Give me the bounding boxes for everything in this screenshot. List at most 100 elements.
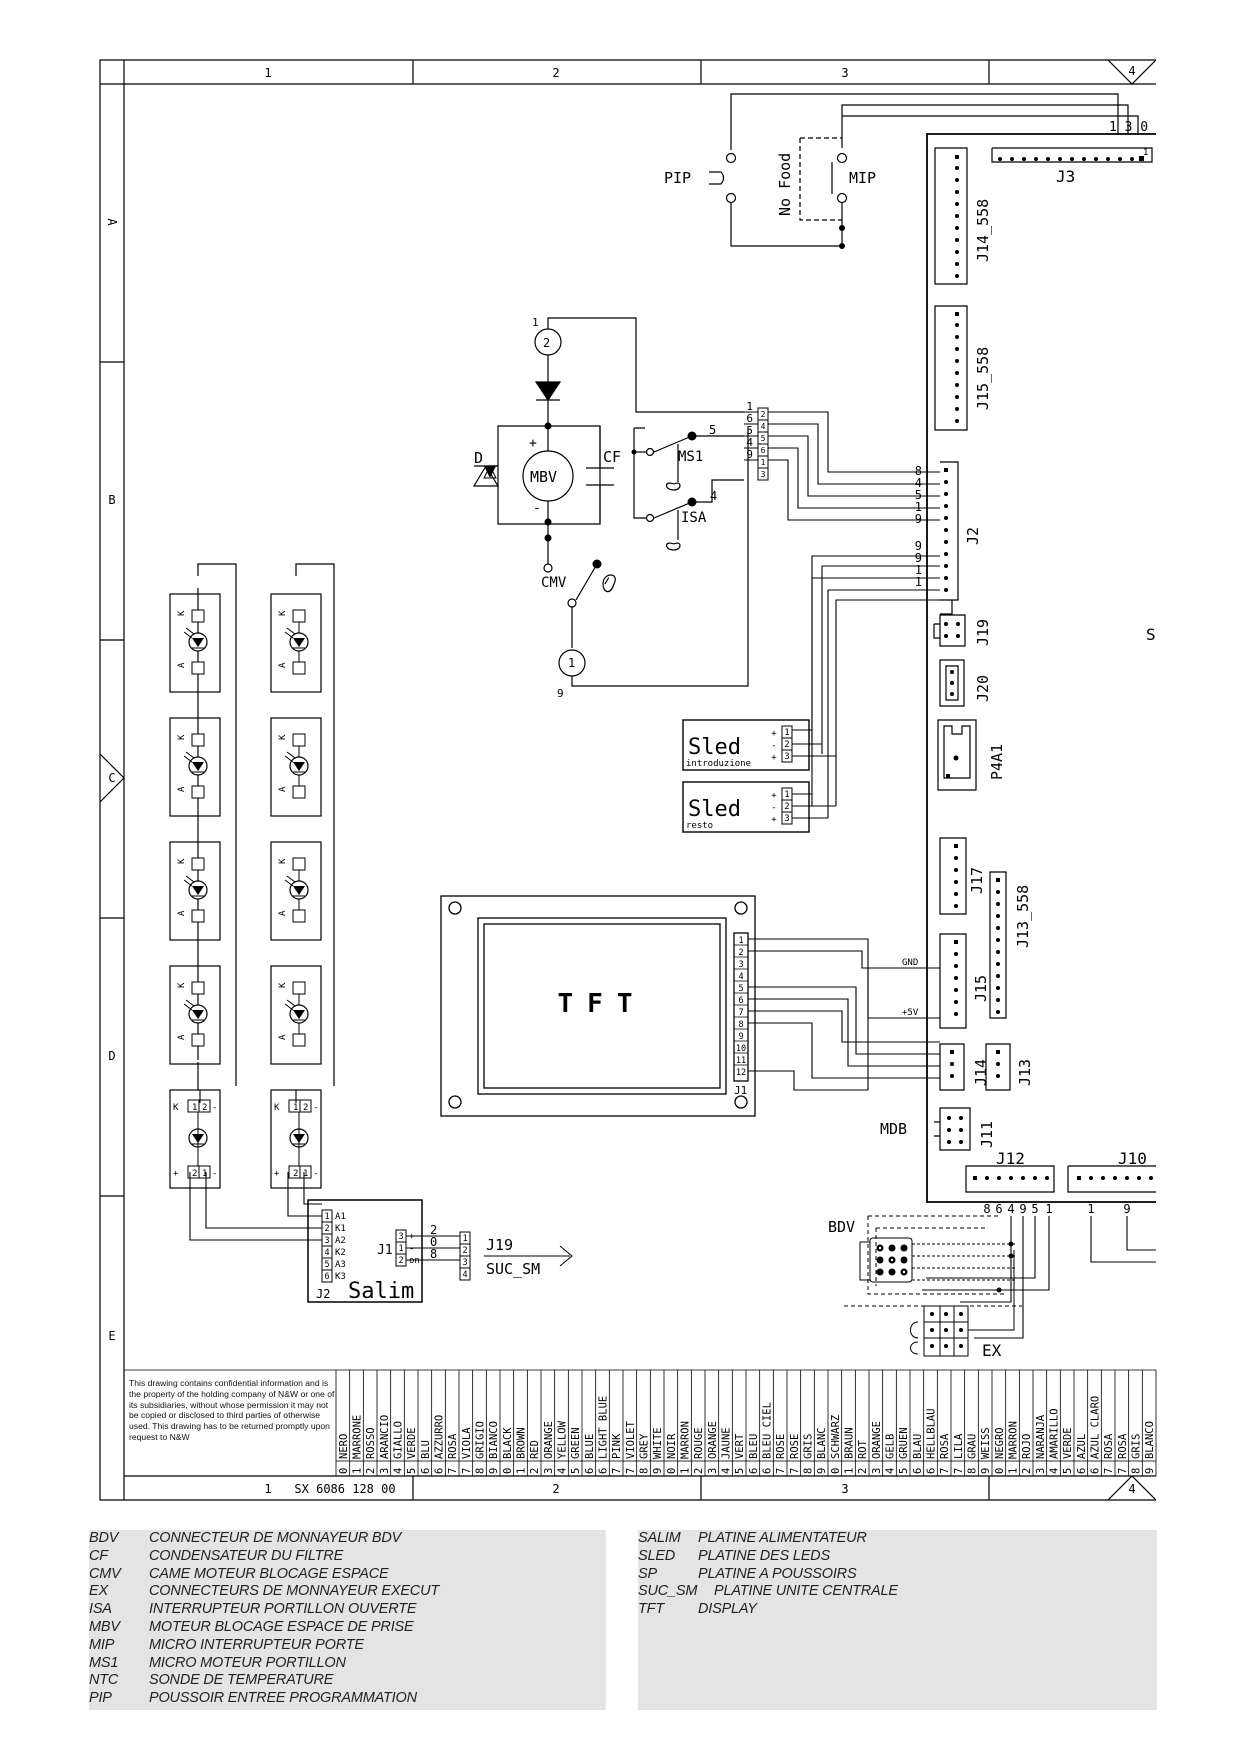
svg-text:3: 3 (707, 1468, 719, 1474)
col-label: 3 (841, 66, 848, 80)
svg-text:8: 8 (803, 1468, 815, 1474)
svg-text:1: 1 (761, 458, 766, 467)
led-icon (192, 886, 204, 895)
mbv-minus: - (533, 501, 541, 516)
svg-text:0: 0 (830, 1468, 842, 1474)
svg-text:1: 1 (738, 936, 743, 946)
svg-text:3: 3 (324, 1236, 329, 1246)
row-label: B (108, 493, 115, 507)
led-a-label: A (278, 1034, 288, 1040)
mbv-label: MBV (530, 468, 557, 486)
mbv-plus: + (529, 436, 537, 451)
svg-text:5: 5 (1062, 1468, 1074, 1474)
svg-text:4: 4 (324, 1248, 329, 1258)
svg-text:7: 7 (1103, 1468, 1115, 1474)
led-icon (192, 638, 204, 647)
svg-text:1: 1 (324, 1212, 329, 1222)
svg-text:ORANGE: ORANGE (707, 1421, 719, 1459)
led-icon (293, 762, 305, 771)
svg-text:0: 0 (430, 1235, 437, 1249)
led-a-label: A (177, 910, 187, 916)
svg-text:1: 1 (784, 790, 789, 800)
svg-text:6: 6 (598, 1468, 610, 1474)
j2-wiring (768, 411, 940, 818)
tft-display (440, 895, 756, 1117)
col-label: 4 (1128, 64, 1135, 78)
svg-text:-: - (313, 1169, 318, 1179)
j12-outline (965, 1165, 1055, 1193)
svg-text:7: 7 (738, 1008, 743, 1018)
svg-text:2: 2 (738, 948, 743, 958)
svg-text:9: 9 (652, 1468, 664, 1474)
led-icon (192, 1010, 204, 1019)
legend-code: SUC_SM (638, 1583, 698, 1600)
j19-outline (933, 614, 966, 647)
legend-code: ISA (89, 1601, 112, 1618)
frame-border (99, 59, 1156, 1501)
svg-text:7: 7 (625, 1468, 637, 1474)
svg-text:VIOLA: VIOLA (461, 1427, 473, 1459)
svg-text:1: 1 (202, 1169, 207, 1179)
svg-text:5: 5 (734, 1468, 746, 1474)
led-a-label: A (278, 662, 288, 668)
ex-label: EX (982, 1341, 1002, 1360)
bdv-label: BDV (828, 1218, 855, 1236)
col-label: 2 (552, 66, 559, 80)
svg-text:1: 1 (915, 563, 922, 577)
svg-text:ROJO: ROJO (1021, 1434, 1033, 1459)
svg-text:0: 0 (338, 1468, 350, 1474)
svg-text:8: 8 (738, 1020, 743, 1030)
led-icon (293, 1010, 305, 1019)
svg-text:GRAU: GRAU (967, 1434, 979, 1459)
cf-label: CF (603, 448, 621, 466)
svg-text:LILA: LILA (953, 1433, 965, 1459)
j15-558-label: J15_558 (974, 347, 992, 410)
j13-558-label: J13_558 (1014, 885, 1032, 948)
legend-code: PIP (89, 1690, 112, 1707)
legend-code: MIP (89, 1636, 115, 1653)
svg-text:9: 9 (980, 1468, 992, 1474)
svg-text:4: 4 (915, 476, 922, 490)
svg-text:7: 7 (939, 1468, 951, 1474)
j17-label: J17 (968, 867, 986, 894)
svg-text:0: 0 (502, 1468, 514, 1474)
led-a-label: A (278, 910, 288, 916)
cmv-label: CMV (541, 575, 567, 591)
motor-node-pin: 1 (532, 316, 539, 329)
legend-description: PLATINE A POUSSOIRS (698, 1565, 857, 1582)
legend-code: MS1 (89, 1654, 119, 1671)
cut-label-s: S (1146, 625, 1156, 644)
svg-text:2: 2 (462, 1246, 467, 1256)
svg-text:BLANCO: BLANCO (1144, 1421, 1156, 1459)
legend-description: MICRO INTERRUPTEUR PORTE (149, 1636, 364, 1653)
svg-text:7: 7 (461, 1468, 473, 1474)
svg-text:9: 9 (738, 1032, 743, 1042)
led-k-label: K (177, 982, 187, 988)
j11-outline (934, 1107, 971, 1151)
svg-text:4: 4 (761, 422, 766, 431)
svg-text:-: - (771, 803, 776, 813)
svg-text:6: 6 (434, 1468, 446, 1474)
pip-label: PIP (664, 169, 691, 187)
mid-connector (744, 407, 769, 481)
svg-text:9: 9 (915, 539, 922, 553)
svg-text:6: 6 (420, 1468, 432, 1474)
legend-description: MICRO MOTEUR PORTILLON (149, 1654, 346, 1671)
led-k-label: K (278, 858, 288, 864)
svg-text:1: 1 (352, 1468, 364, 1474)
svg-text:ARANCIO: ARANCIO (379, 1415, 391, 1459)
